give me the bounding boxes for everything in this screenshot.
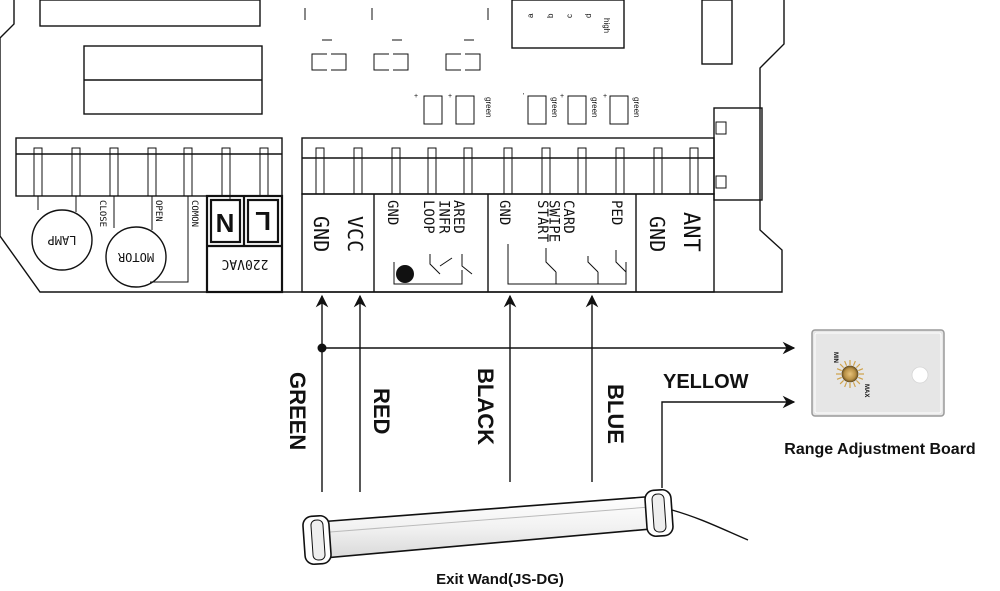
black-wire-label: BLACK bbox=[473, 368, 498, 445]
terminal-ant-gnd-label: GND bbox=[645, 216, 669, 252]
terminal-infrared-label: AREDINFR bbox=[435, 200, 466, 234]
right-pins-pin bbox=[315, 147, 325, 195]
terminal-swipe-card-label: CARDSWIPE bbox=[545, 200, 576, 242]
blue-wire-label: BLUE bbox=[603, 384, 628, 444]
lamp-label: LAMP bbox=[48, 233, 77, 247]
range-adjustment-board: MIN MAX Range Adjustment Board bbox=[784, 329, 976, 458]
led-5 bbox=[609, 95, 629, 125]
open-label: OPEN bbox=[153, 200, 163, 222]
led-1 bbox=[423, 95, 443, 125]
knob-ray bbox=[839, 363, 845, 369]
terminal-loop-label: LOOP bbox=[420, 200, 436, 234]
range-max-label: MAX bbox=[863, 384, 869, 397]
svg-text:+: + bbox=[414, 93, 418, 100]
led-label-2: green bbox=[550, 97, 559, 117]
controller-board: a b c d high + bbox=[0, 0, 785, 293]
wiring: GREEN RED BLACK BLUE YELLOW bbox=[285, 294, 796, 492]
knob-ray bbox=[858, 376, 864, 380]
common-label: COMON bbox=[189, 200, 199, 227]
led-label-1: green bbox=[484, 97, 493, 117]
knob-ray bbox=[836, 368, 842, 372]
led-label-4: green bbox=[632, 97, 641, 117]
right-pins-pin bbox=[541, 147, 551, 195]
svg-text:+: + bbox=[448, 93, 452, 100]
left-pins-pin bbox=[147, 147, 157, 197]
top-left-component bbox=[39, 0, 261, 27]
board-components bbox=[304, 8, 489, 72]
left-pins-pin bbox=[221, 147, 231, 197]
top-right-component bbox=[701, 0, 733, 65]
input-terminal-block: GND VCC GND LOOP AREDINFR GND START CARD… bbox=[301, 137, 715, 293]
motor-symbol bbox=[105, 226, 167, 288]
close-label: CLOSE bbox=[97, 200, 107, 227]
knob-ray bbox=[858, 368, 864, 372]
right-pins-pin bbox=[615, 147, 625, 195]
terminal-gnd-1-label: GND bbox=[309, 216, 333, 252]
knob-ray bbox=[855, 379, 861, 385]
knob-ray bbox=[844, 360, 848, 366]
led-4 bbox=[567, 95, 587, 125]
range-min-label: MIN bbox=[832, 352, 838, 363]
left-pins-pin bbox=[183, 147, 193, 197]
range-board-label: Range Adjustment Board bbox=[784, 441, 975, 458]
left-pins-pin bbox=[259, 147, 269, 197]
knob-ray bbox=[855, 363, 861, 369]
knob-ray bbox=[852, 360, 856, 366]
neutral-box bbox=[209, 198, 242, 244]
right-pins-pin bbox=[577, 147, 587, 195]
yellow-wire bbox=[661, 395, 796, 488]
right-pins-pin bbox=[391, 147, 401, 195]
range-knob bbox=[841, 365, 859, 383]
red-wire-label: RED bbox=[369, 388, 394, 434]
terminal-gnd-2-label: GND bbox=[384, 200, 400, 225]
svg-text:+: + bbox=[603, 93, 607, 100]
live-box bbox=[246, 198, 280, 244]
right-pins-pin bbox=[653, 147, 663, 195]
left-pins-pin bbox=[71, 147, 81, 197]
pin-label-b: b bbox=[546, 13, 555, 18]
right-pins-pin bbox=[689, 147, 699, 195]
left-pins-pin bbox=[109, 147, 119, 197]
led-2 bbox=[455, 95, 475, 125]
right-pins-pin bbox=[427, 147, 437, 195]
terminal-ant-label: ANT bbox=[678, 212, 703, 252]
output-terminal-block: N L 220VAC LAMP MOTOR CLOSE OPEN COMON bbox=[15, 137, 284, 294]
pin-label-d: d bbox=[584, 14, 593, 18]
knob-ray bbox=[844, 382, 848, 388]
left-pins-pin bbox=[33, 147, 43, 197]
indicator-leds: + + ' + + green green green green bbox=[414, 93, 641, 125]
input-switches bbox=[393, 244, 627, 285]
knob-ray bbox=[836, 376, 842, 380]
pin-label-high: high bbox=[602, 18, 611, 33]
yellow-wire-label: YELLOW bbox=[663, 371, 749, 393]
right-pins-pin bbox=[463, 147, 473, 195]
top-pin-labels: a b c d high bbox=[526, 13, 611, 33]
pin-label-c: c bbox=[565, 14, 574, 18]
knob-ray bbox=[852, 382, 856, 388]
pin-label-a: a bbox=[526, 13, 535, 18]
top-connector-block bbox=[511, 0, 625, 49]
terminal-vcc-label: VCC bbox=[343, 216, 367, 252]
right-pins-pin bbox=[503, 147, 513, 195]
svg-text:+: + bbox=[560, 93, 564, 100]
green-wire-label: GREEN bbox=[285, 372, 310, 450]
supply-voltage-label: 220VAC bbox=[222, 256, 269, 271]
led-label-3: green bbox=[590, 97, 599, 117]
side-connector bbox=[713, 107, 763, 201]
terminal-gnd-3-label: GND bbox=[496, 200, 512, 225]
right-pins-pin bbox=[353, 147, 363, 195]
svg-text:': ' bbox=[523, 93, 524, 100]
exit-wand: Exit Wand(JS-DG) bbox=[302, 488, 749, 588]
lamp-symbol bbox=[31, 209, 93, 271]
terminal-start-label: START bbox=[534, 200, 550, 243]
knob-ray bbox=[839, 379, 845, 385]
exit-wand-label: Exit Wand(JS-DG) bbox=[436, 571, 564, 588]
mounting-hole bbox=[911, 366, 929, 384]
motor-label: MOTOR bbox=[117, 250, 154, 264]
live-label: L bbox=[255, 206, 271, 236]
led-3 bbox=[527, 95, 547, 125]
terminal-ped-label: PED bbox=[608, 200, 624, 225]
neutral-label: N bbox=[216, 208, 235, 238]
